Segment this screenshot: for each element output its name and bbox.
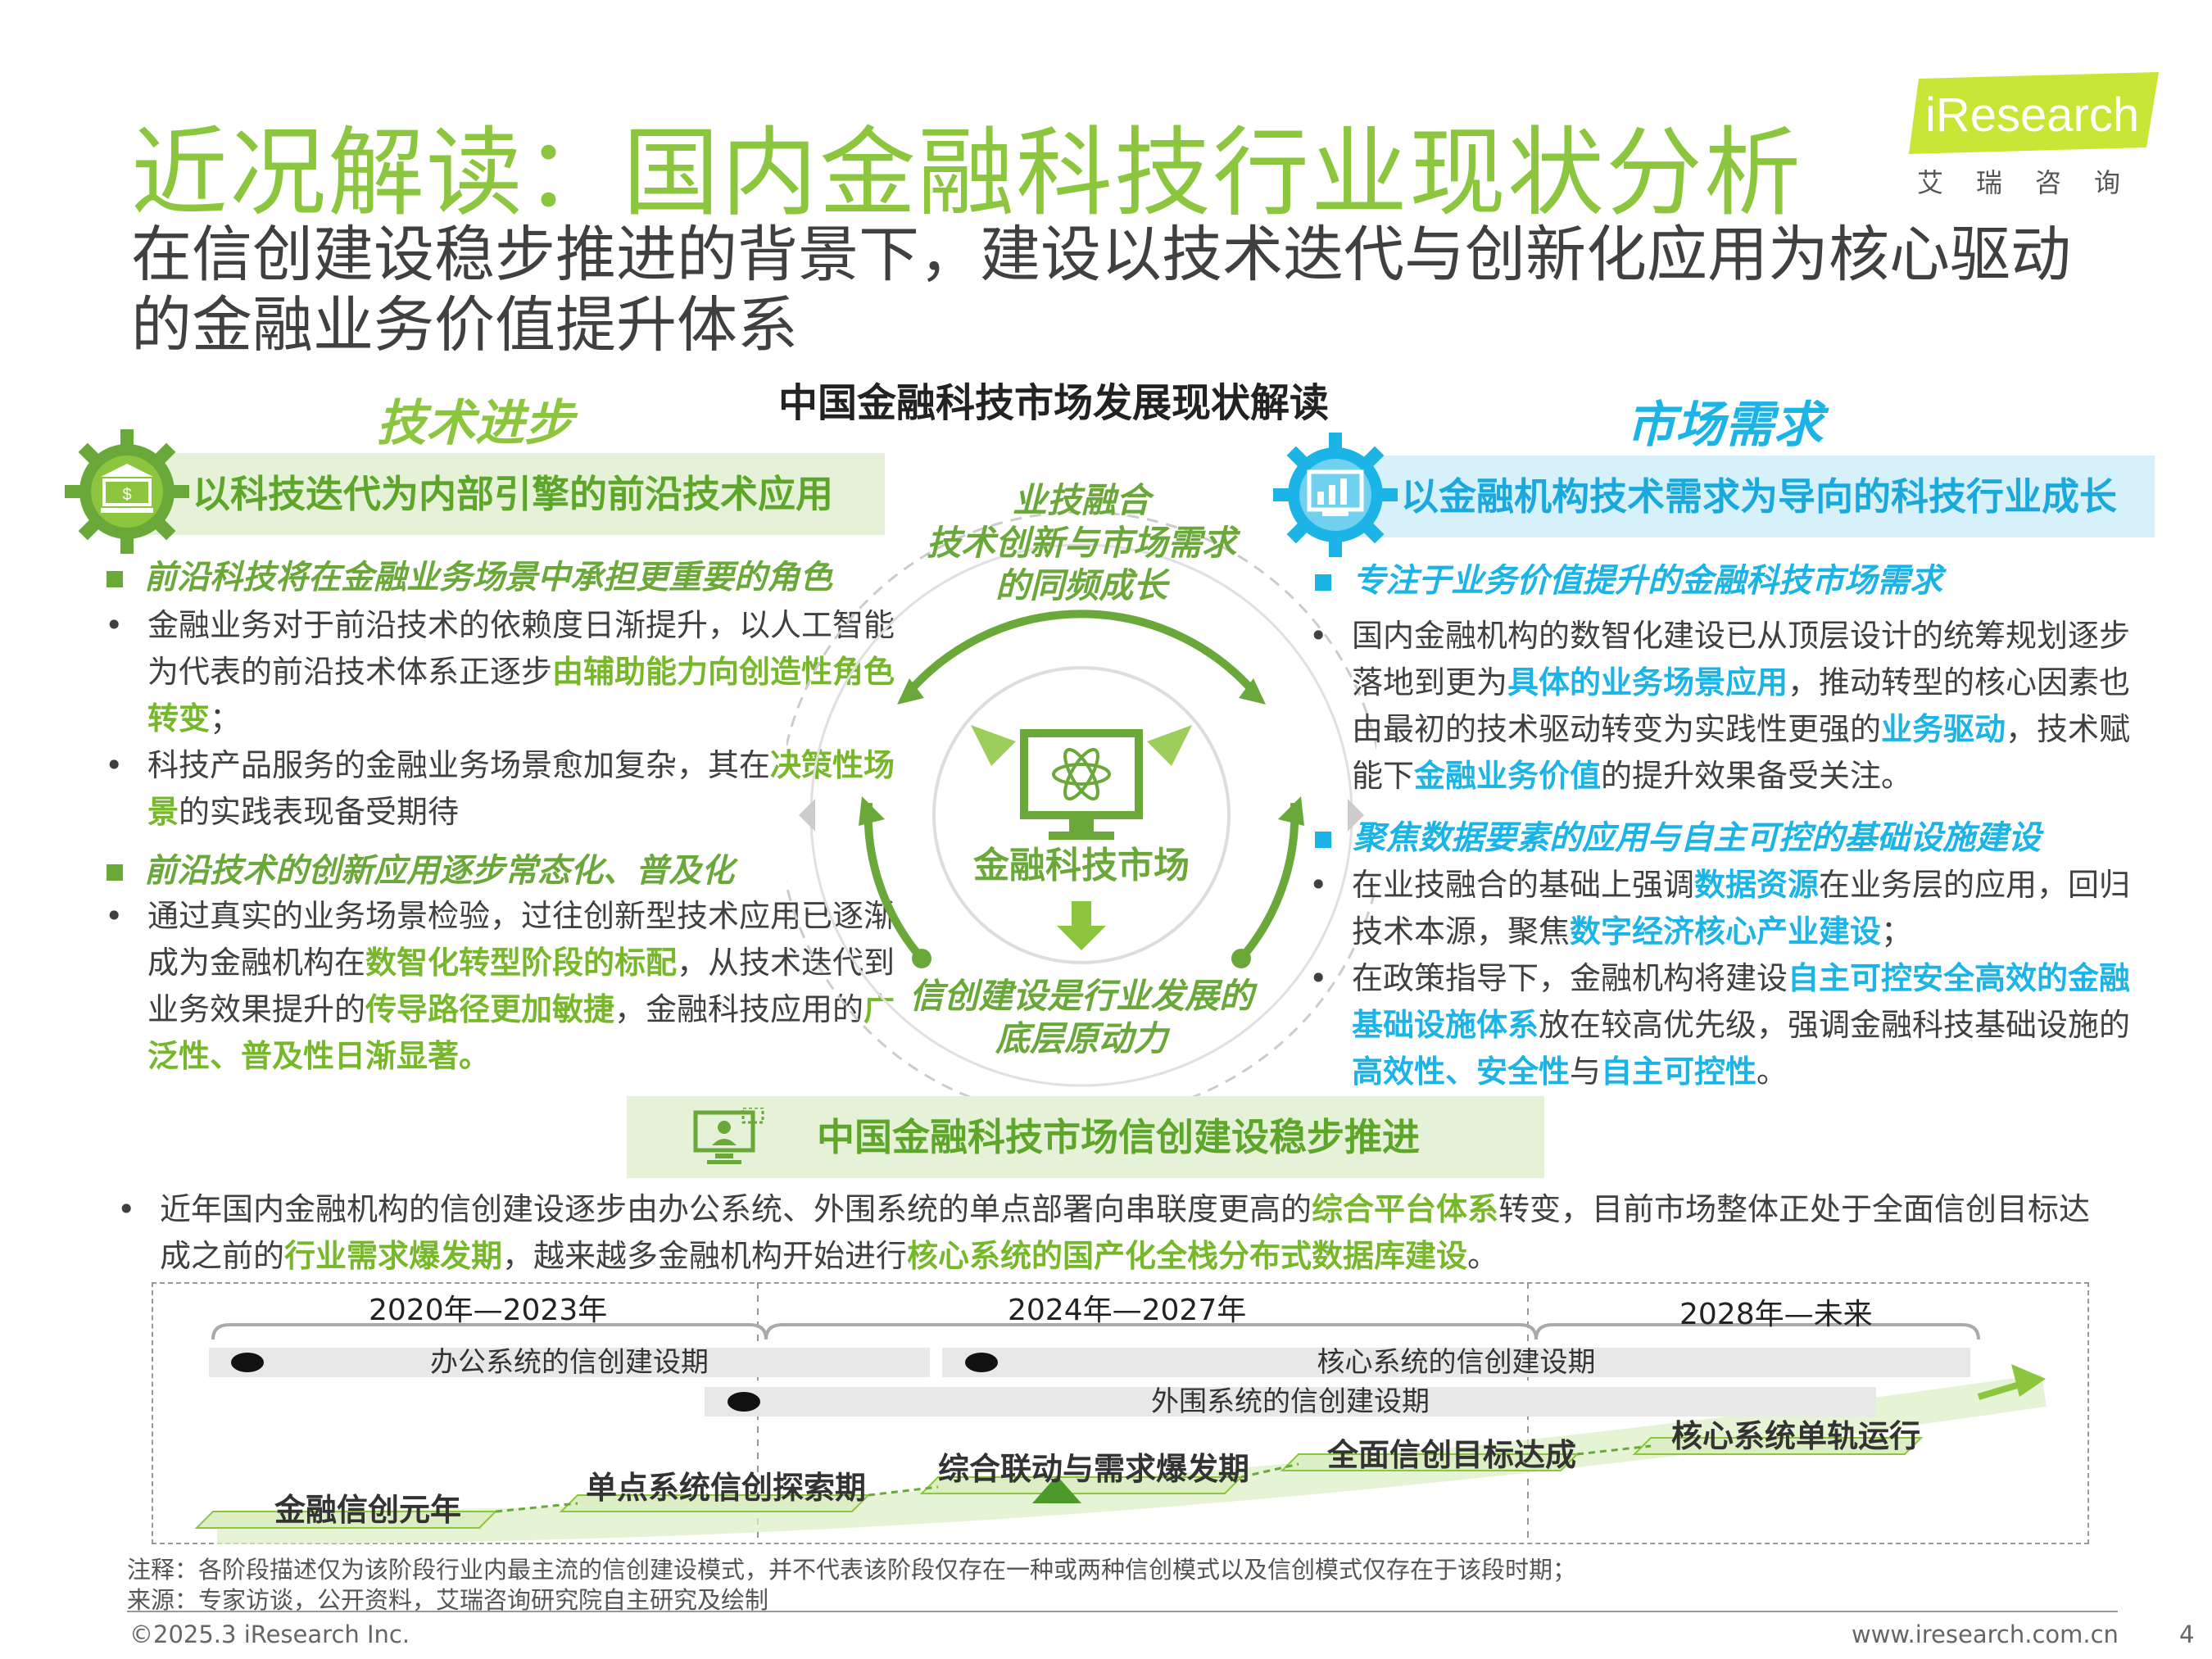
bottom-intro: •近年国内金融机构的信创建设逐步由办公系统、外围系统的单点部署向串联度更高的综合… xyxy=(117,1191,2091,1274)
logo-subtitle: 艾瑞咨询 xyxy=(1917,167,2154,198)
svg-text:$: $ xyxy=(122,486,131,504)
page-title: 近况解读：国内金融科技行业现状分析 xyxy=(131,116,1803,229)
stage-exploration: 单点系统信创探索期 xyxy=(586,1470,867,1506)
cycle-bottom-label: 信创建设是行业发展的 底层原动力 xyxy=(909,976,1253,1058)
footer-copyright: ©2025.3 iResearch Inc. xyxy=(129,1620,410,1648)
left-band: 以科技迭代为内部引擎的前沿技术应用 xyxy=(115,453,885,535)
bank-gear-icon: $ xyxy=(61,426,193,557)
flag-icon xyxy=(728,1392,760,1412)
footer-url: www.iresearch.com.cn xyxy=(1852,1620,2119,1648)
computer-user-icon xyxy=(692,1106,766,1167)
flag-icon xyxy=(965,1353,998,1372)
bar-peripheral-system: 外围系统的信创建设期 xyxy=(705,1387,1876,1416)
bar-core-system: 核心系统的信创建设期 xyxy=(942,1348,1970,1377)
stage-year-one: 金融信创元年 xyxy=(274,1492,462,1528)
page-subtitle: 在信创建设稳步推进的背景下，建设以技术迭代与创新化应用为核心驱动的金融业务价值提… xyxy=(131,220,2071,360)
period-2020-2023: 2020年—2023年 xyxy=(369,1294,608,1327)
left-para-2: •科技产品服务的金融业务场景愈加复杂，其在决策性场景的实践表现备受期待 xyxy=(105,747,895,830)
left-para-3: •通过真实的业务场景检验，过往创新型技术应用已逐渐成为金融机构在数智化转型阶段的… xyxy=(105,898,895,1074)
stage-full-target: 全面信创目标达成 xyxy=(1327,1437,1577,1473)
right-para-2: •在业技融合的基础上强调数据资源在业务层的应用，回归技术本源，聚焦数字经济核心产… xyxy=(1309,867,2131,950)
left-sub2: 前沿技术的创新应用逐步常态化、普及化 xyxy=(107,844,734,891)
page-number: 4 xyxy=(2179,1620,2195,1648)
chart-gear-icon xyxy=(1270,429,1401,560)
left-para-1: •金融业务对于前沿技术的依赖度日渐提升，以人工智能为代表的前沿技术体系正逐步由辅… xyxy=(105,607,895,737)
flag-icon xyxy=(231,1353,264,1372)
bar-office-system: 办公系统的信创建设期 xyxy=(209,1348,930,1377)
right-para-1: •国内金融机构的数智化建设已从顶层设计的统筹规划逐步落地到更为具体的业务场景应用… xyxy=(1309,618,2131,794)
cycle-top-label: 业技融合 技术创新与市场需求 的同频成长 xyxy=(926,480,1236,605)
footer-divider xyxy=(127,1611,2118,1612)
iresearch-logo: iResearch xyxy=(1909,72,2163,154)
right-para-3: •在政策指导下，金融机构将建设自主可控安全高效的金融基础设施体系放在较高优先级，… xyxy=(1309,960,2131,1090)
footnote-source: 来源：专家访谈，公开资料，艾瑞咨询研究院自主研究及绘制 xyxy=(127,1586,769,1614)
left-sub1: 前沿科技将在金融业务场景中承担更重要的角色 xyxy=(107,551,832,598)
footnote-note: 注释：各阶段描述仅为该阶段行业内最主流的信创建设模式，并不代表该阶段仅存在一种或… xyxy=(127,1556,1577,1584)
right-heading: 市场需求 xyxy=(1626,397,1823,454)
stage-core-single-track: 核心系统单轨运行 xyxy=(1671,1418,1921,1454)
timeline-box xyxy=(152,1282,2089,1544)
bottom-band: 中国金融科技市场信创建设稳步推进 xyxy=(627,1096,1544,1178)
timeline-graphic xyxy=(152,1282,2089,1544)
period-2028-future: 2028年—未来 xyxy=(1679,1298,1873,1331)
stage-demand-burst: 综合联动与需求爆发期 xyxy=(938,1451,1250,1487)
logo-text: iResearch xyxy=(1925,88,2139,142)
diagram-title: 中国金融科技市场发展现状解读 xyxy=(778,380,1330,426)
right-band: 以金融机构技术需求为导向的科技行业成长 xyxy=(1352,456,2155,537)
right-sub1: 专注于业务价值提升的金融科技市场需求 xyxy=(1315,554,1942,601)
right-sub2: 聚焦数据要素的应用与自主可控的基础设施建设 xyxy=(1315,811,2041,859)
period-2024-2027: 2024年—2027年 xyxy=(1008,1294,1247,1327)
left-heading: 技术进步 xyxy=(377,395,573,452)
cycle-core-label: 金融科技市场 xyxy=(973,845,1190,886)
